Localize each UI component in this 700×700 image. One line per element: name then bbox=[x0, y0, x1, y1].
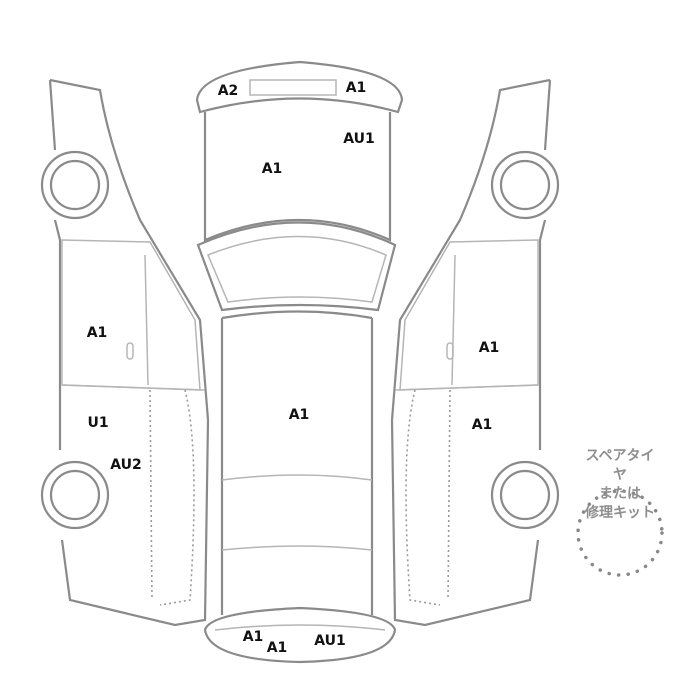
car-top-view bbox=[195, 60, 404, 664]
damage-code-hood: A1 bbox=[261, 161, 283, 177]
spare-line-1: スペアタイヤ bbox=[585, 448, 655, 483]
damage-code-rear-bumper-a: A1 bbox=[242, 629, 264, 645]
damage-code-hood-right: AU1 bbox=[343, 131, 375, 147]
damage-code-left-rear-fender: AU2 bbox=[110, 457, 142, 473]
spare-line-3: 修理キット bbox=[585, 505, 655, 521]
damage-code-left-front-door: A1 bbox=[86, 325, 108, 341]
spare-line-2: または bbox=[599, 486, 641, 502]
damage-code-right-front-door: A1 bbox=[478, 340, 500, 356]
damage-code-right-rear-door: A1 bbox=[471, 417, 493, 433]
damage-code-front-bumper-right: A1 bbox=[345, 80, 367, 96]
damage-code-left-rear-door: U1 bbox=[87, 415, 109, 431]
spare-tire-label: スペアタイヤ または 修理キット bbox=[580, 447, 660, 523]
damage-code-front-bumper-left: A2 bbox=[217, 83, 239, 99]
damage-code-roof: A1 bbox=[288, 407, 310, 423]
car-right-side bbox=[390, 78, 560, 627]
damage-code-rear-bumper-b: A1 bbox=[266, 640, 288, 656]
car-left-side bbox=[40, 78, 210, 627]
spare-tire-dotted-circle bbox=[576, 489, 664, 577]
damage-code-rear-bumper-c: AU1 bbox=[314, 633, 346, 649]
